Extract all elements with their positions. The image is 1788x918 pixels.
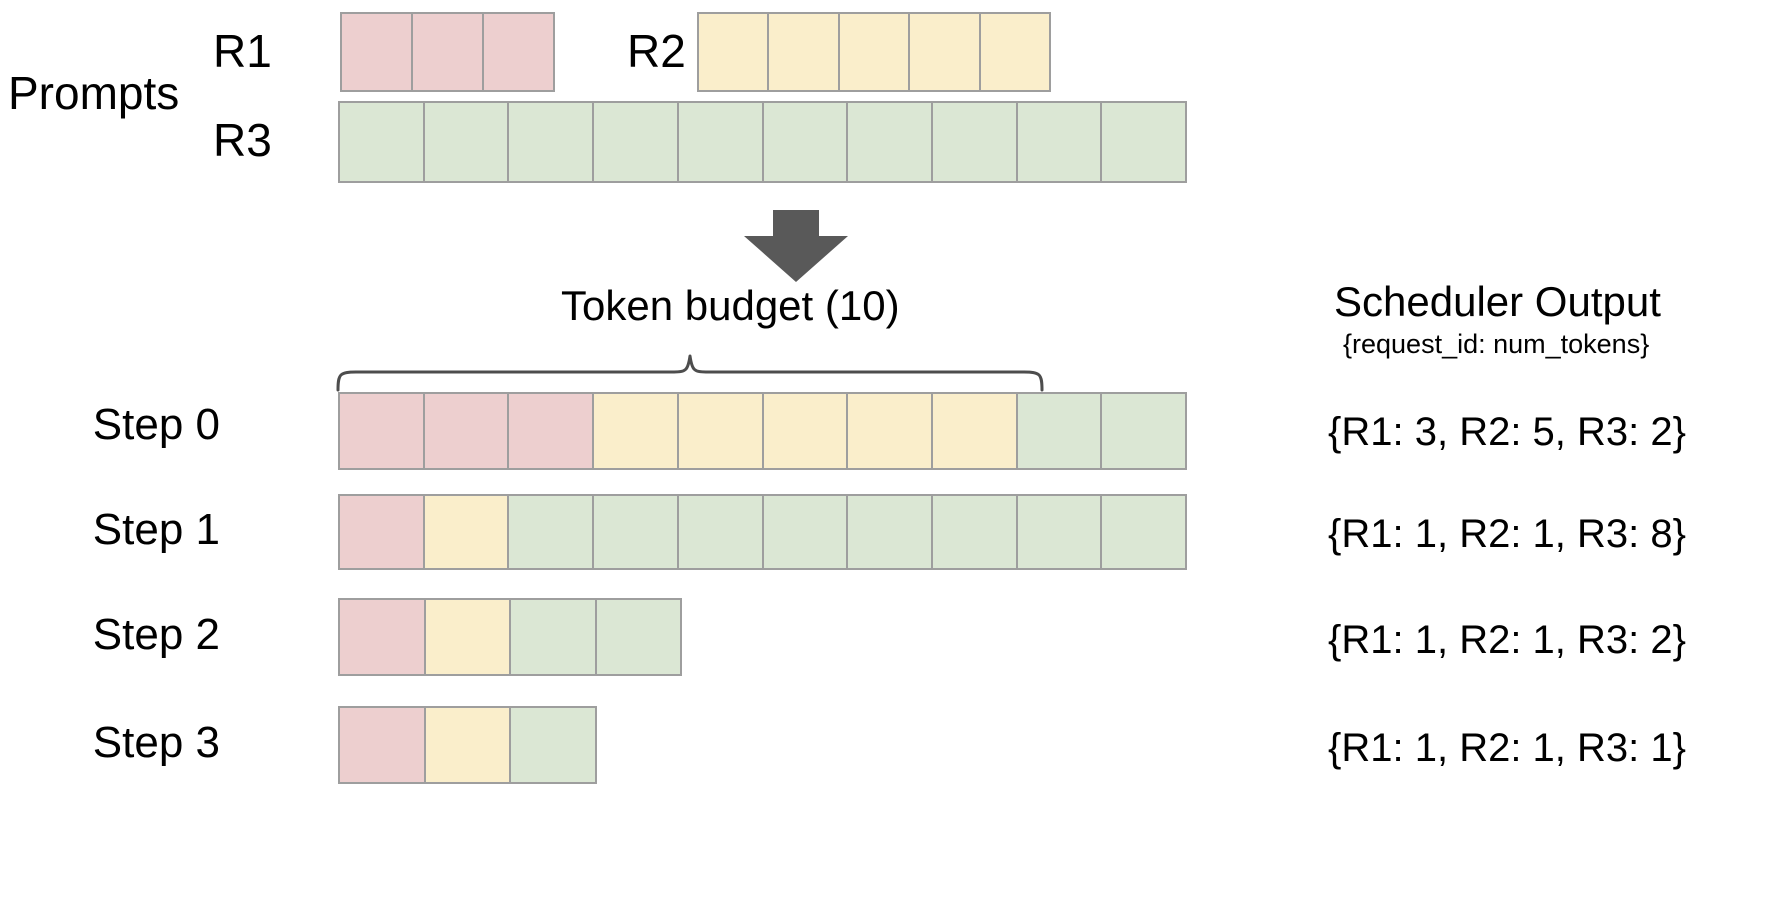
curly-brace-icon (336, 354, 1044, 392)
step-1-cell-7 (932, 496, 1016, 568)
prompt-r3-cell-9 (1102, 103, 1186, 181)
scheduler-output-line-0: {R1: 3, R2: 5, R3: 2} (1328, 410, 1686, 454)
prompt-r2-cell-2 (839, 14, 909, 90)
scheduler-output-title: Scheduler Output (1334, 278, 1661, 325)
prompt-r1-cell-1 (413, 14, 482, 90)
step-0-cell-0 (340, 394, 423, 468)
prompt-r2-cell-0 (699, 14, 768, 90)
step-label-0: Step 0 (92, 400, 220, 449)
step-1-cell-5 (763, 496, 847, 568)
step-2-cell-3 (596, 600, 680, 674)
scheduler-output-line-2: {R1: 1, R2: 1, R3: 2} (1328, 618, 1686, 662)
step-token-row-1 (338, 494, 1187, 570)
prompt-r3-cell-2 (509, 103, 593, 181)
scheduler-output-line-1: {R1: 1, R2: 1, R3: 8} (1328, 512, 1686, 556)
step-1-cell-1 (424, 496, 508, 568)
prompt-r3-cell-6 (848, 103, 931, 181)
step-token-row-2 (338, 598, 682, 676)
step-0-cell-5 (763, 394, 847, 468)
step-2-cell-0 (340, 600, 424, 674)
scheduler-output-subtitle: {request_id: num_tokens} (1343, 329, 1650, 359)
prompt-token-row-r1 (340, 12, 555, 92)
prompt-r3-cell-0 (340, 103, 423, 181)
step-2-cell-1 (425, 600, 509, 674)
token-budget-label: Token budget (10) (561, 282, 900, 329)
step-0-cell-1 (424, 394, 508, 468)
scheduler-output-line-3: {R1: 1, R2: 1, R3: 1} (1328, 726, 1686, 770)
prompt-r2-cell-1 (769, 14, 838, 90)
step-1-cell-4 (678, 496, 762, 568)
prompt-r1-cell-0 (342, 14, 411, 90)
prompt-r3-cell-3 (594, 103, 677, 181)
prompts-section-label: Prompts (8, 67, 180, 119)
step-3-cell-1 (425, 708, 510, 782)
prompt-r2-cell-4 (980, 14, 1050, 90)
step-0-cell-2 (509, 394, 593, 468)
prompt-token-row-r2 (697, 12, 1051, 92)
prompt-r2-cell-3 (910, 14, 979, 90)
step-0-cell-3 (594, 394, 677, 468)
prompt-r3-cell-4 (678, 103, 762, 181)
step-2-cell-2 (511, 600, 595, 674)
step-1-cell-0 (340, 496, 423, 568)
step-label-1: Step 1 (92, 505, 220, 554)
prompt-r3-cell-7 (932, 103, 1016, 181)
prompt-row-label-r1: R1 (213, 25, 272, 77)
step-3-cell-2 (511, 708, 596, 782)
prompt-r3-cell-8 (1017, 103, 1101, 181)
step-1-cell-2 (509, 496, 593, 568)
step-0-cell-6 (848, 394, 931, 468)
step-label-3: Step 3 (92, 718, 220, 767)
flow-arrow (736, 210, 856, 305)
step-0-cell-4 (678, 394, 762, 468)
step-label-2: Step 2 (92, 610, 220, 659)
step-token-row-0 (338, 392, 1187, 470)
prompt-r1-cell-2 (484, 14, 553, 90)
down-arrow-icon (744, 210, 848, 282)
token-budget-brace (330, 352, 1050, 397)
step-0-cell-8 (1017, 394, 1101, 468)
step-1-cell-6 (848, 496, 931, 568)
prompt-row-label-r2: R2 (627, 25, 686, 77)
step-0-cell-7 (932, 394, 1016, 468)
prompt-r3-cell-1 (424, 103, 508, 181)
step-3-cell-0 (340, 708, 424, 782)
step-token-row-3 (338, 706, 597, 784)
step-1-cell-3 (594, 496, 677, 568)
step-1-cell-8 (1017, 496, 1101, 568)
step-0-cell-9 (1102, 394, 1186, 468)
prompt-token-row-r3 (338, 101, 1187, 183)
step-1-cell-9 (1102, 496, 1186, 568)
prompt-row-label-r3: R3 (213, 114, 272, 166)
prompt-r3-cell-5 (763, 103, 847, 181)
